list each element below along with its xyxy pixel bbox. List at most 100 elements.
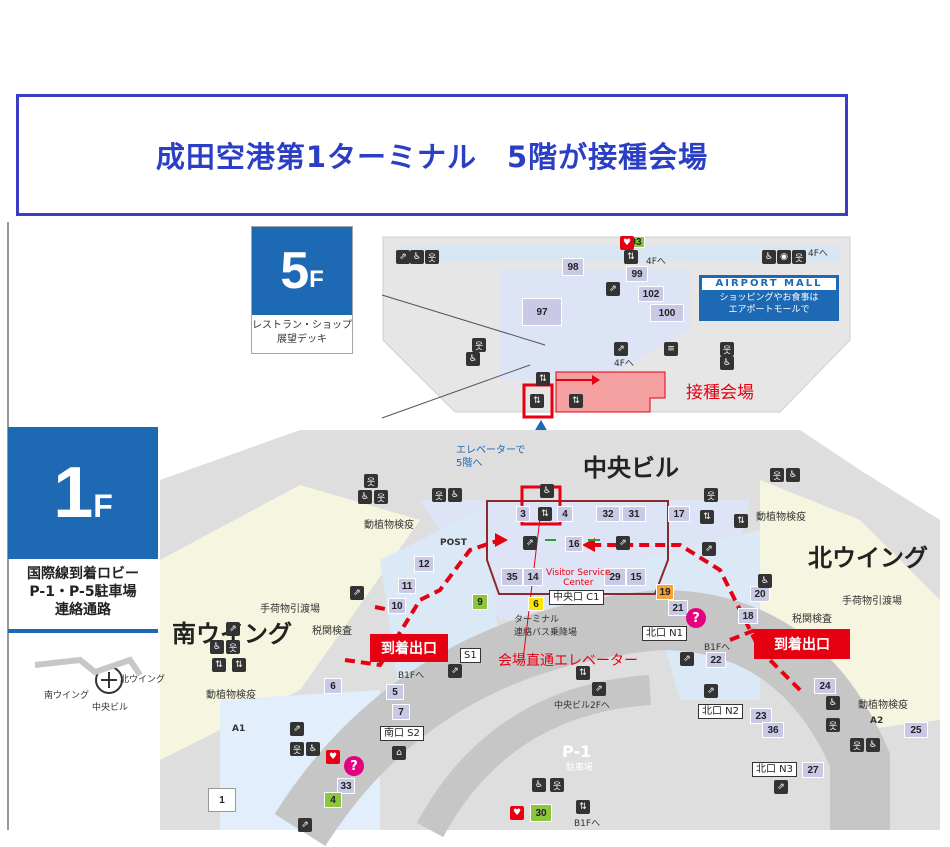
central-2f: 中央ビル2Fへ [554, 701, 610, 711]
stairs-icon: ≡ [664, 342, 678, 356]
escalator-icon: ⇗ [592, 682, 606, 696]
animal-left-2: 動植物検疫 [206, 690, 256, 701]
wheelchair-icon: ♿ [720, 356, 734, 370]
bus-line-2: 連絡バス乗降場 [514, 628, 578, 638]
room-23: 23 [750, 708, 772, 724]
escalator-icon: ⇗ [396, 250, 410, 264]
label-4f-a: 4Fへ [646, 257, 666, 267]
label-4f-c: 4Fへ [614, 359, 634, 369]
floor-1-desc: 国際線到着ロビー P-1・P-5駐車場 連絡通路 [8, 565, 158, 619]
escalator-icon: ⇗ [448, 664, 462, 678]
mall-line-2: エアポートモールで [728, 305, 810, 315]
room-22: 22 [706, 652, 726, 668]
a2-label: A2 [870, 716, 884, 726]
toilet-icon: 웃 [364, 474, 378, 488]
elevator-icon: ⇅ [576, 800, 590, 814]
floor-1-desc-1: 国際線到着ロビー [27, 566, 139, 582]
central-exit-c1: 中央口 C1 [549, 590, 604, 605]
wheelchair-icon: ♿ [786, 468, 800, 482]
help-icon: ? [344, 756, 364, 776]
floor-5-desc-1: レストラン・ショップ [252, 320, 352, 331]
wheelchair-icon: ♿ [448, 488, 462, 502]
north-exit-n1: 北口 N1 [642, 626, 688, 641]
toilet-icon: 웃 [826, 718, 840, 732]
room-11: 11 [398, 578, 416, 594]
central-building-label: 中央ビル [583, 454, 679, 482]
wheelchair-icon: ♿ [466, 352, 480, 366]
room-27: 27 [802, 762, 824, 778]
mini-center: 中央ビル [92, 703, 129, 713]
visitor-center-2: Center [563, 578, 594, 588]
elevator-icon: ⇅ [700, 510, 714, 524]
floor-5-desc: レストラン・ショップ 展望デッキ [252, 319, 352, 347]
room-3: 3 [516, 506, 530, 522]
room-1: 1 [208, 788, 236, 812]
aed-icon: ♥ [510, 806, 524, 820]
elevator-icon: ⇅ [538, 507, 552, 521]
floor-5-unit: F [309, 266, 324, 293]
room-18: 18 [738, 608, 758, 624]
mini-south: 南ウイング [44, 691, 90, 701]
p1-sub: 駐車場 [566, 763, 594, 773]
room-10: 10 [388, 598, 406, 614]
floor-1-desc-3: 連絡通路 [55, 602, 111, 618]
5f-corridor [400, 246, 840, 262]
floor-1-desc-2: P-1・P-5駐車場 [29, 584, 137, 600]
room-29: 29 [604, 568, 626, 586]
room-36: 36 [762, 722, 784, 738]
baggage-right: 手荷物引渡場 [842, 596, 902, 607]
room-7: 7 [392, 704, 410, 720]
toilet-icon: 웃 [432, 488, 446, 502]
post-label: POST [440, 538, 467, 548]
baby-icon: ◉ [777, 250, 791, 264]
arrival-exit-right: 到着出口 [754, 629, 850, 659]
bus-label: ターミナル 連絡バス乗降場 [514, 612, 577, 638]
elevator-icon: ⇅ [232, 658, 246, 672]
room-102: 102 [638, 286, 664, 302]
escalator-icon: ⇗ [704, 684, 718, 698]
elevator-icon: ⇅ [536, 372, 550, 386]
toilet-icon: 웃 [290, 742, 304, 756]
elevator-icon: ⇅ [212, 658, 226, 672]
escalator-icon: ⇗ [774, 780, 788, 794]
room-30: 30 [530, 804, 552, 822]
room-31: 31 [622, 506, 646, 522]
title-box: 成田空港第1ターミナル 5階が接種会場 [16, 94, 848, 216]
room-16: 16 [565, 536, 583, 552]
wheelchair-icon: ♿ [532, 778, 546, 792]
visitor-center-label: Visitor Service Center [546, 568, 611, 588]
wheelchair-icon: ♿ [826, 696, 840, 710]
wheelchair-icon: ♿ [306, 742, 320, 756]
room-33: 33 [337, 778, 355, 794]
floor-5-digit: 5 [280, 242, 310, 300]
elevator-note-1: エレベーターで [456, 445, 526, 456]
toilet-icon: 웃 [226, 640, 240, 654]
mini-north: 北ウイング [120, 675, 166, 685]
south-exit-s2: 南口 S2 [380, 726, 424, 741]
toilet-icon: 웃 [792, 250, 806, 264]
escalator-icon: ⇗ [606, 282, 620, 296]
vaccination-venue-label: 接種会場 [686, 383, 754, 403]
page-title: 成田空港第1ターミナル 5階が接種会場 [155, 140, 709, 174]
room-4: 4 [557, 506, 573, 522]
room-5: 5 [386, 684, 404, 700]
escalator-icon: ⇗ [523, 536, 537, 550]
terminal-map: 5 F レストラン・ショップ 展望デッキ 1 F 国際線到着ロビー P-1・P-… [0, 222, 950, 847]
a1-label: A1 [232, 724, 246, 734]
toilet-icon: 웃 [850, 738, 864, 752]
visitor-center-outline [486, 500, 669, 595]
escalator-icon: ⇗ [290, 722, 304, 736]
room-6: 6 [324, 678, 342, 694]
escalator-icon: ⇗ [616, 536, 630, 550]
room-35: 35 [501, 568, 523, 586]
floor-5-badge: 5 F レストラン・ショップ 展望デッキ [251, 226, 353, 354]
escalator-icon: ⇗ [614, 342, 628, 356]
elevator-icon: ⇅ [734, 514, 748, 528]
vaccination-area [555, 371, 666, 413]
elevator-icon: ⇅ [576, 666, 590, 680]
visitor-center-1: Visitor Service [546, 568, 611, 578]
label-4f-b: 4Fへ [808, 249, 828, 259]
help-icon: ? [686, 608, 706, 628]
b1f-mid: B1Fへ [704, 643, 731, 653]
room-32: 32 [596, 506, 620, 522]
